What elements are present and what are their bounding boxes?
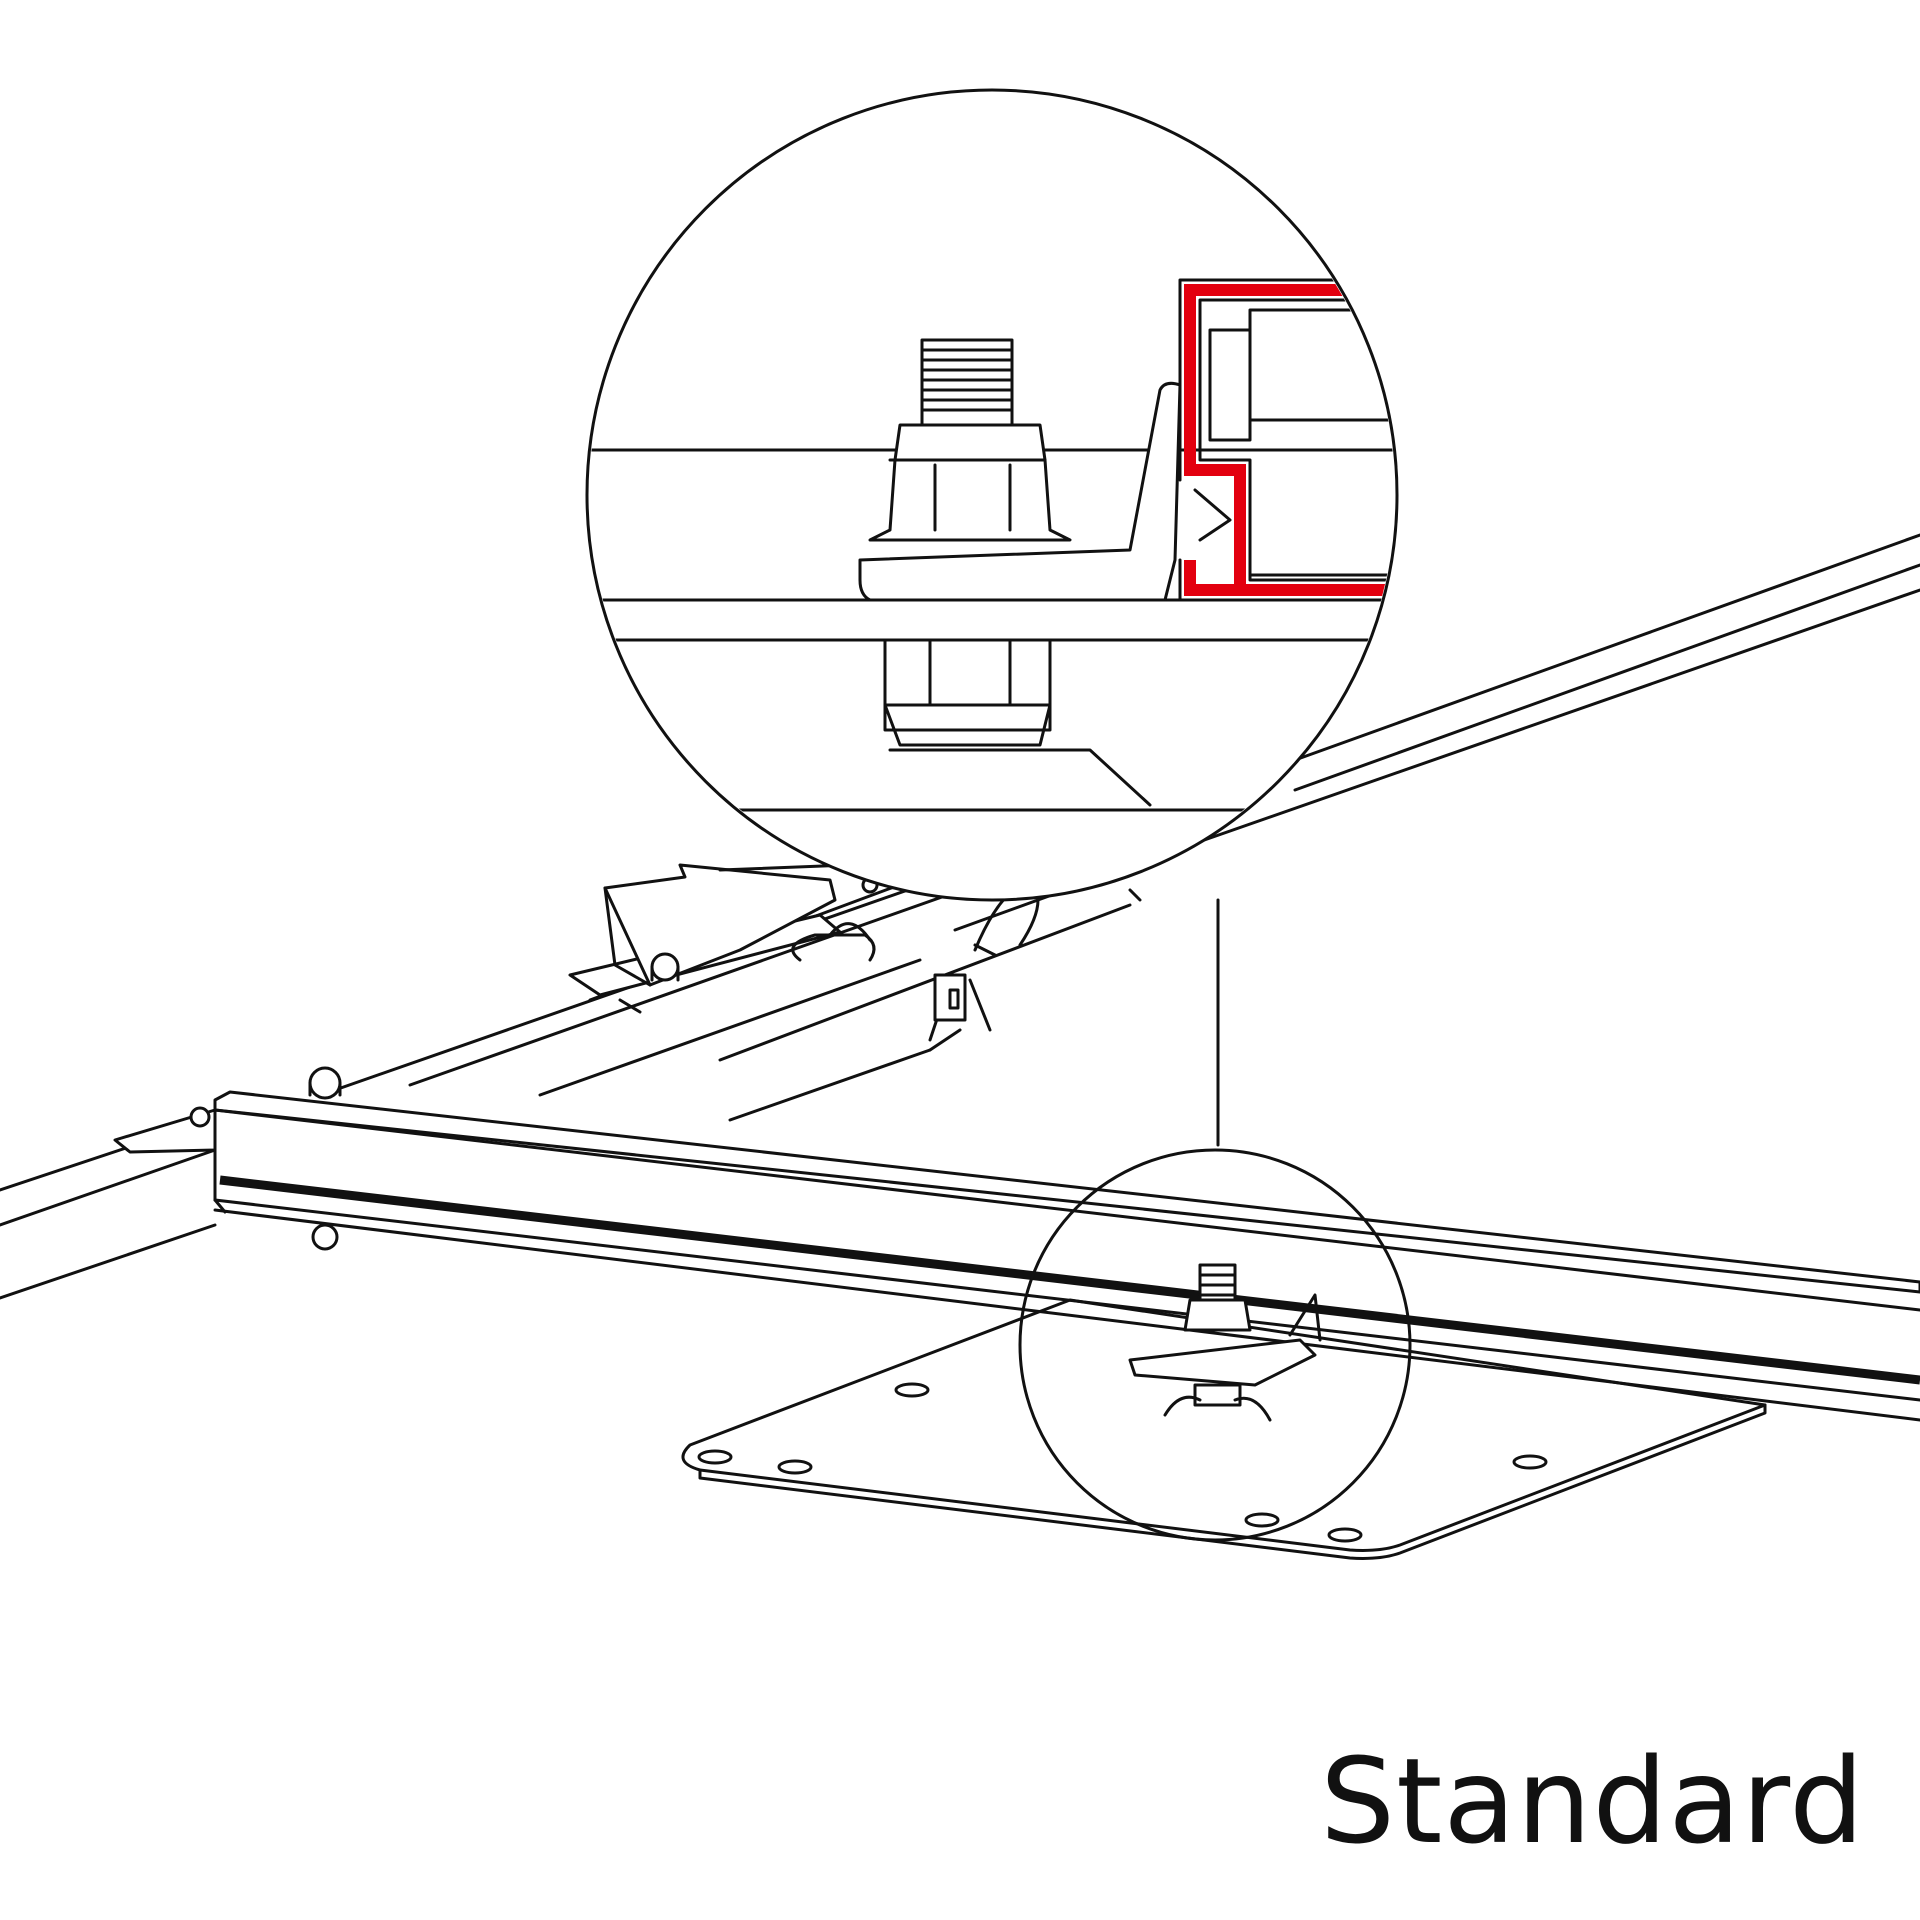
variant-caption: Standard (1320, 1732, 1865, 1870)
module-frame-profile (1178, 278, 1395, 602)
frame-red-bottom (1184, 400, 1395, 596)
top-clamp (1415, 200, 1540, 300)
base-plate (681, 1298, 1767, 1560)
threaded-bolt (920, 338, 1014, 432)
clamp-assembly (568, 788, 1040, 1032)
mount-detail (1128, 1263, 1322, 1422)
mount-ring (1018, 1148, 1412, 1542)
detail-callout (585, 88, 1540, 902)
hex-nut-bottom (883, 638, 1052, 747)
hex-nut-top (868, 423, 1072, 542)
left-rail (0, 1106, 217, 1300)
l-bracket (858, 381, 1182, 602)
frame-red-top (1184, 284, 1395, 400)
main-rail (213, 1066, 1920, 1422)
right-bolt (1393, 573, 1395, 657)
